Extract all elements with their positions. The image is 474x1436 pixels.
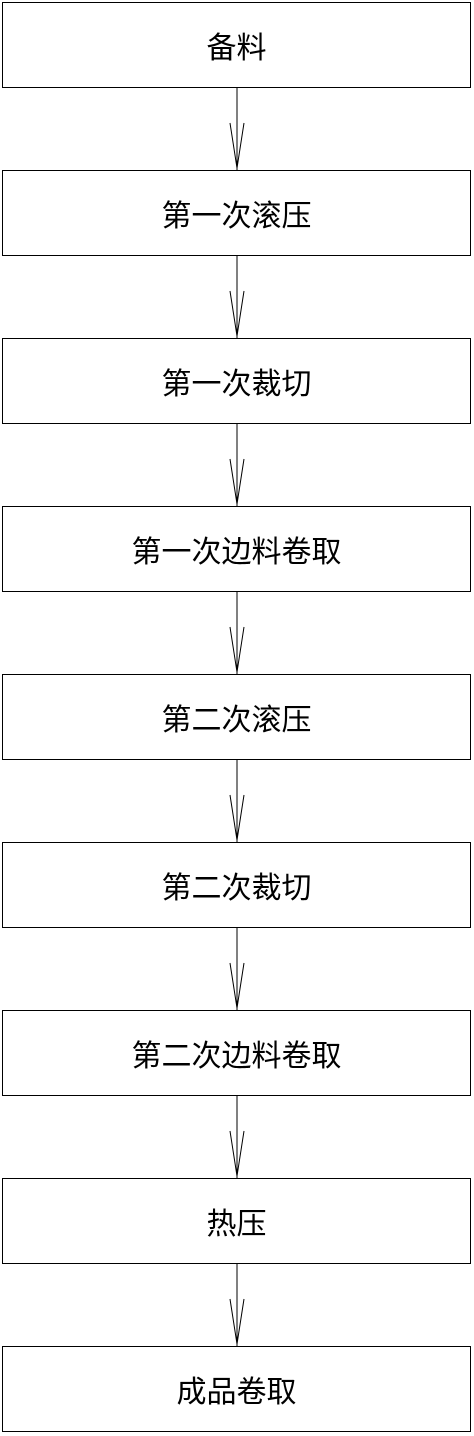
step-label: 第一次边料卷取 <box>131 535 342 570</box>
step-box-hot-pressing: 热压 <box>2 1178 471 1264</box>
step-label: 第一次滚压 <box>161 199 312 234</box>
step-label: 成品卷取 <box>176 1375 297 1410</box>
flow-arrow <box>229 1096 245 1178</box>
step-box-product-winding: 成品卷取 <box>2 1346 471 1432</box>
step-box-first-edge-winding: 第一次边料卷取 <box>2 506 471 592</box>
flow-arrow <box>229 256 245 338</box>
step-box-second-edge-winding: 第二次边料卷取 <box>2 1010 471 1096</box>
step-label: 第一次裁切 <box>161 367 312 402</box>
step-label: 第二次边料卷取 <box>131 1039 342 1074</box>
step-label: 第二次滚压 <box>161 703 312 738</box>
flow-arrow <box>229 760 245 842</box>
step-box-second-cutting: 第二次裁切 <box>2 842 471 928</box>
step-box-second-rolling: 第二次滚压 <box>2 674 471 760</box>
step-box-material-preparation: 备料 <box>2 2 471 88</box>
flow-arrow <box>229 592 245 674</box>
step-box-first-cutting: 第一次裁切 <box>2 338 471 424</box>
step-box-first-rolling: 第一次滚压 <box>2 170 471 256</box>
step-label: 第二次裁切 <box>161 871 312 906</box>
step-label: 热压 <box>206 1207 267 1242</box>
step-label: 备料 <box>206 31 267 66</box>
flow-arrow <box>229 1264 245 1346</box>
flow-arrow <box>229 928 245 1010</box>
flow-arrow <box>229 424 245 506</box>
flow-arrow <box>229 88 245 170</box>
